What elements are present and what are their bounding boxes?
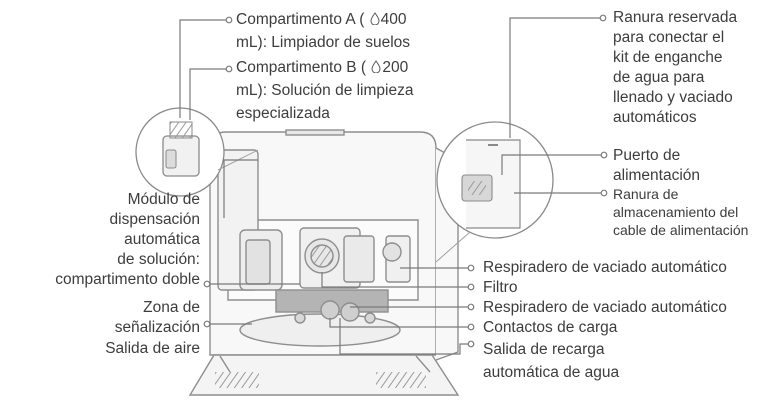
compartment-b-volume: 200 xyxy=(382,59,409,76)
label-compartment-b: Compartimento B ( 200 xyxy=(236,58,408,77)
compartment-a-volume: 400 xyxy=(380,11,407,28)
label-power-port-2: alimentación xyxy=(613,167,701,184)
water-drop-icon xyxy=(371,60,381,73)
label-refill-outlet-1: Salida de recarga xyxy=(483,341,605,358)
label-power-port-1: Puerto de xyxy=(613,147,681,164)
label-charging-contacts: Contactos de carga xyxy=(483,319,618,336)
leader-dots xyxy=(203,14,608,348)
label-refill-outlet-2: automática de agua xyxy=(483,364,620,381)
water-drop-icon xyxy=(370,12,380,25)
zoom-back-panel xyxy=(435,121,554,263)
label-module-4: de solución: xyxy=(117,251,200,268)
label-slot-4: de agua para xyxy=(613,69,705,86)
label-slot-6: automáticos xyxy=(613,109,697,126)
label-module-5: compartimento doble xyxy=(55,271,200,288)
label-vent-1: Respiradero de vaciado automático xyxy=(483,259,727,276)
label-filter: Filtro xyxy=(483,279,518,296)
label-vent-2: Respiradero de vaciado automático xyxy=(483,299,727,316)
label-module-1: Módulo de xyxy=(127,191,200,208)
label-signal-zone-2: señalización xyxy=(114,319,200,336)
label-compartment-b-line2: mL): Solución de limpieza xyxy=(236,82,414,99)
docking-ramp xyxy=(188,354,460,396)
label-signal-zone-1: Zona de xyxy=(143,299,200,316)
station-body xyxy=(209,129,459,361)
label-air-outlet: Salida de aire xyxy=(105,340,200,357)
label-cable-storage-3: cable de alimentación xyxy=(613,222,749,238)
label-module-3: automática xyxy=(124,231,200,248)
compartment-b-text: Compartimento B ( xyxy=(236,59,367,76)
zoom-dispensing-module xyxy=(135,107,259,197)
compartment-a-text: Compartimento A ( xyxy=(236,11,365,28)
label-slot-2: para conectar el xyxy=(613,29,725,46)
label-cable-storage-1: Ranura de xyxy=(613,186,679,202)
label-compartment-b-line3: especializada xyxy=(236,105,330,122)
label-cable-storage-2: almacenamiento del xyxy=(613,204,739,220)
label-slot-3: kit de enganche xyxy=(613,49,723,66)
label-slot-1: Ranura reservada xyxy=(613,9,738,26)
label-compartment-a: Compartimento A ( 400 xyxy=(236,10,407,29)
label-slot-5: llenado y vaciado xyxy=(613,89,733,106)
label-compartment-a-line2: mL): Limpiador de suelos xyxy=(236,34,411,51)
label-module-2: dispensación xyxy=(109,211,200,228)
leader-lines xyxy=(179,17,603,355)
